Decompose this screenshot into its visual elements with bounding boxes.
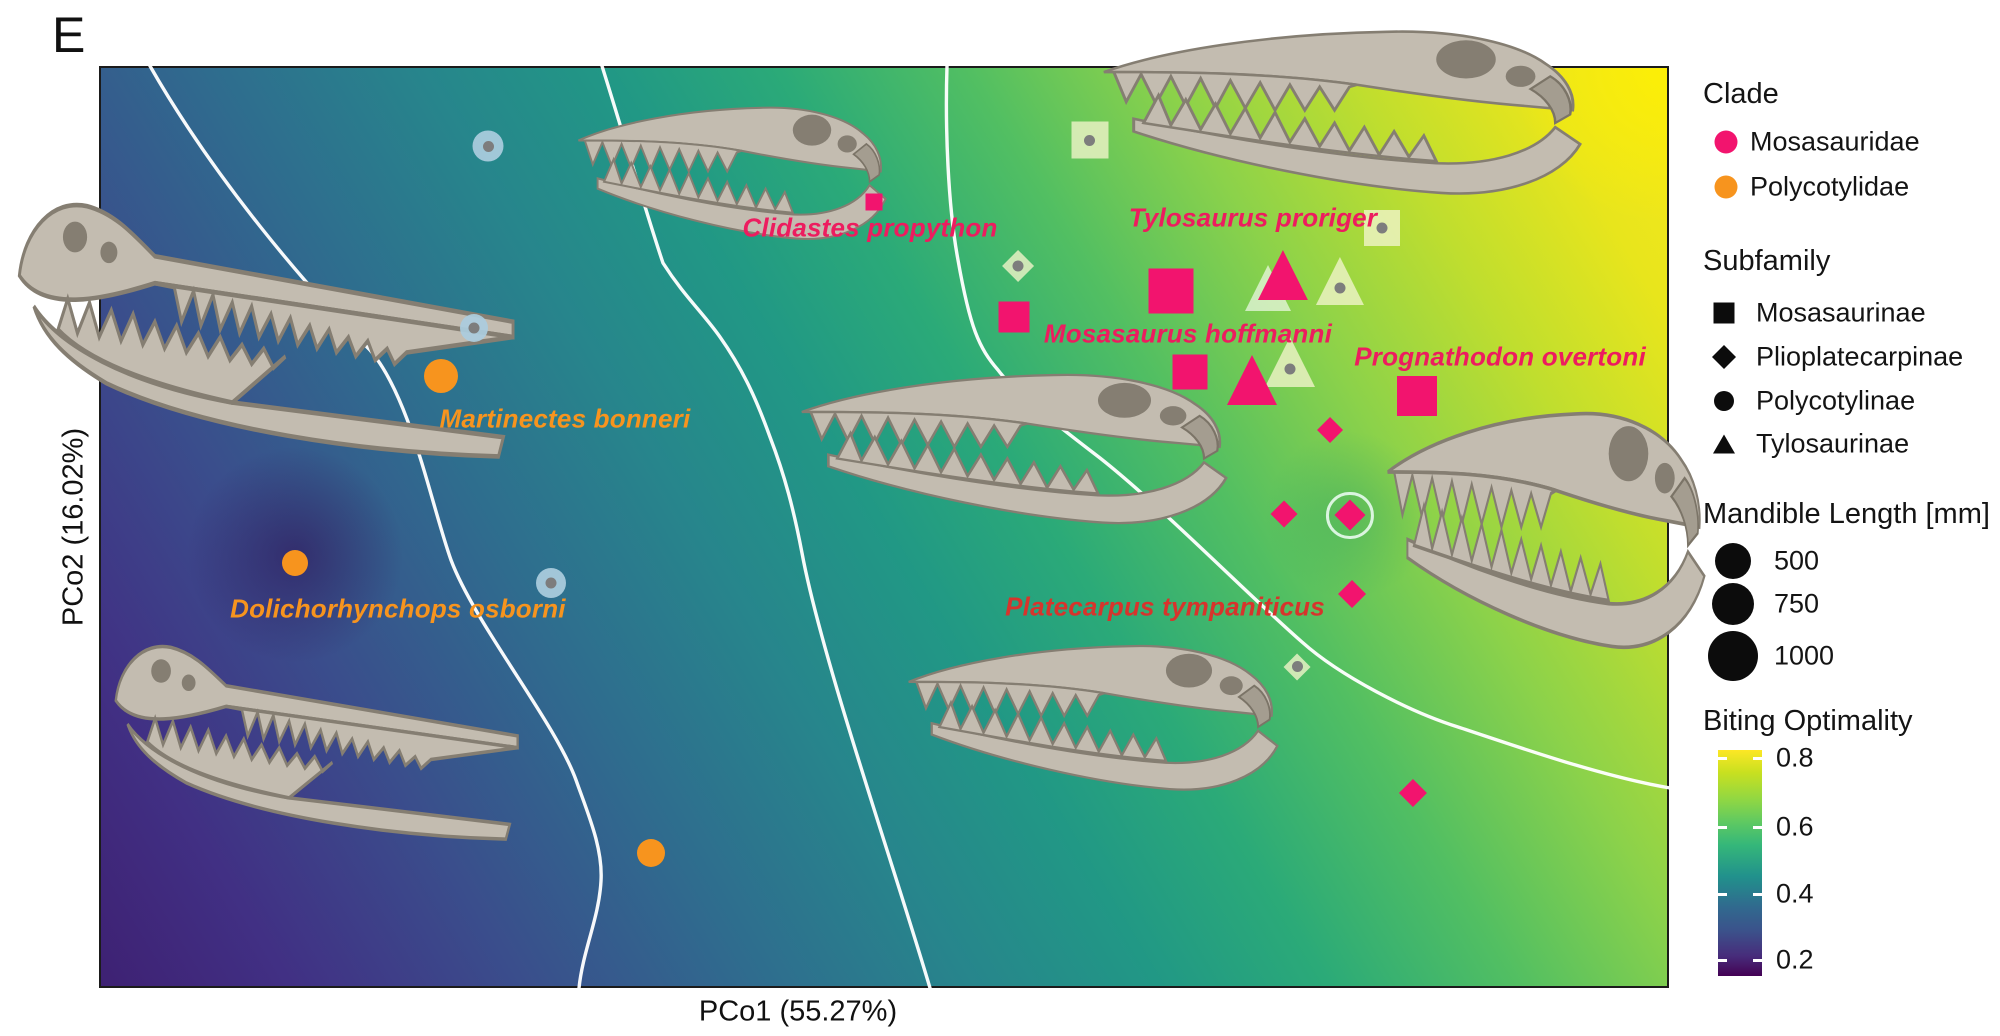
species-label: Prognathodon overtoni (1354, 341, 1646, 372)
marker-circle-orange (637, 839, 665, 868)
polycotylidae-circle-icon (1714, 175, 1738, 199)
legend-clade-title: Clade (1703, 78, 1779, 110)
marker-square-pale (1071, 121, 1109, 159)
mosasaurinae-square-icon (1713, 302, 1735, 324)
marker-shape (637, 839, 665, 868)
legend-subfamily-title: Subfamily (1703, 245, 1831, 277)
marker-shape (1148, 268, 1194, 314)
legend-colorbar-title: Biting Optimality (1703, 705, 1913, 737)
specimen-dot (1291, 661, 1303, 673)
specimen-dot (1084, 134, 1096, 146)
x-axis-label: PCo1 (55.27%) (698, 995, 898, 1028)
species-label: Clidastes propython (742, 212, 998, 243)
marker-diamond-pale (1283, 653, 1311, 681)
tylosaurinae-triangle-icon (1713, 434, 1735, 454)
marker-shape (865, 193, 883, 211)
marker-shape (1397, 375, 1437, 416)
marker-shape (1317, 417, 1344, 443)
size-750-circle-icon (1712, 583, 1754, 625)
marker-shape (1270, 500, 1298, 528)
colorbar-tick-mark (1718, 826, 1727, 830)
size-1000-circle-icon (1708, 631, 1758, 681)
mosasauridae-circle-icon (1714, 130, 1738, 154)
marker-square-pink (865, 193, 883, 211)
marker-diamond-pink (1270, 500, 1298, 528)
marker-diamond-pink (1338, 580, 1367, 609)
marker-shape (423, 358, 458, 393)
colorbar-tick-mark (1718, 892, 1727, 896)
marker-shape (1338, 580, 1367, 609)
marker-triangle-pink (1227, 355, 1277, 406)
marker-square-pink (998, 301, 1030, 333)
species-label: Mosasaurus hoffmanni (1043, 318, 1332, 349)
polycotylinae-circle-icon (1714, 391, 1734, 411)
marker-circle-lightblue (460, 314, 489, 343)
marker-shape (1257, 250, 1308, 301)
marker-shape (1398, 778, 1427, 807)
panel-label: E (52, 7, 86, 63)
marker-square-pink (1172, 354, 1208, 390)
colorbar-tick-mark (1753, 757, 1762, 761)
marker-triangle-pink (1257, 250, 1308, 301)
species-label: Platecarpus tympaniticus (1005, 591, 1325, 622)
specimen-dot (1334, 282, 1346, 294)
colorbar-tick-label: 0.6 (1776, 811, 1814, 842)
colorbar-tick-label: 0.2 (1776, 944, 1814, 975)
colorbar-tick-mark (1753, 826, 1762, 830)
species-label: Martinectes bonneri (439, 403, 691, 434)
biting-optimality-colorbar (1718, 750, 1762, 976)
specimen-dot (1012, 260, 1024, 272)
marker-circle-orange (281, 549, 308, 576)
marker-shape (1315, 257, 1364, 305)
marker-shape (1227, 355, 1277, 406)
marker-shape (1172, 354, 1208, 390)
colorbar-tick-mark (1753, 959, 1762, 963)
marker-diamond-pink (1326, 491, 1374, 539)
colorbar-tick-mark (1718, 757, 1727, 761)
specimen-dot (1284, 363, 1296, 375)
specimen-dot (545, 577, 557, 589)
colorbar-tick-mark (1753, 892, 1762, 896)
colorbar-tick-mark (1718, 959, 1727, 963)
marker-circle-orange (423, 358, 458, 393)
marker-circle-lightblue (472, 130, 504, 162)
marker-diamond-pink (1398, 778, 1427, 807)
marker-square-pink (1148, 268, 1194, 314)
legend: Clade Mosasauridae Polycotylidae Subfami… (1703, 78, 1990, 976)
specimen-dot (1376, 222, 1388, 234)
species-label: Dolichorhynchops osborni (230, 593, 566, 624)
marker-diamond-pink (1317, 417, 1344, 443)
marker-shape (998, 301, 1030, 333)
marker-triangle-pale (1315, 257, 1364, 305)
plioplatecarpinae-diamond-icon (1712, 345, 1736, 369)
marker-shape (281, 549, 308, 576)
colorbar-tick-label: 0.8 (1776, 742, 1814, 773)
specimen-dot (482, 140, 494, 152)
marker-square-pink (1397, 375, 1437, 416)
size-500-circle-icon (1715, 543, 1751, 579)
legend-mandible-title: Mandible Length [mm] (1703, 498, 1990, 530)
species-label: Tylosaurus proriger (1128, 202, 1378, 233)
colorbar-tick-label: 0.4 (1776, 878, 1814, 908)
specimen-dot (468, 322, 480, 334)
marker-diamond-pale (1002, 249, 1035, 282)
y-axis-label: PCo2 (16.02%) (57, 427, 90, 627)
